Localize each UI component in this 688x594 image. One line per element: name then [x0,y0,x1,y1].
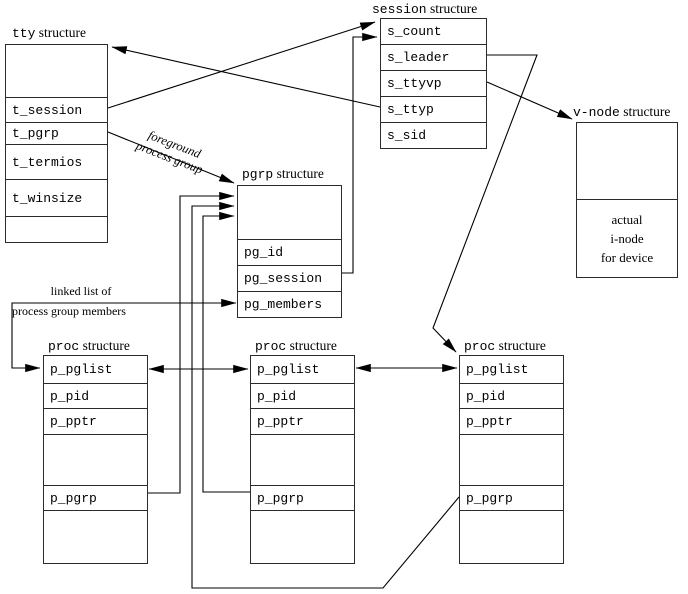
tty-row-t-session: t_session [6,97,107,122]
proc2-row-p-pgrp: p_pgrp [251,485,354,510]
tty-structure-title: tty structure [12,26,86,41]
proc2-row-p-pptr: p_pptr [251,408,354,434]
proc2-title-code: proc [255,339,287,354]
session-row-s-sid: s_sid [381,122,486,148]
proc1-structure-box: p_pglist p_pid p_pptr p_pgrp [43,355,148,564]
proc1-row-empty-mid [44,434,147,485]
proc3-structure-box: p_pglist p_pid p_pptr p_pgrp [459,355,564,564]
field-p-pgrp: p_pgrp [50,490,97,506]
field-t-winsize: t_winsize [12,190,83,206]
field-t-session: t_session [12,102,83,118]
proc1-title-code: proc [48,339,80,354]
vnode-row-empty [577,123,677,199]
field-t-termios: t_termios [12,154,83,170]
field-pg-id: pg_id [244,245,284,260]
linked-list-label-line1: linked list of [50,284,112,298]
field-s-leader: s_leader [387,50,450,65]
field-s-ttyvp: s_ttyvp [387,76,442,91]
tty-row-t-winsize: t_winsize [6,179,107,216]
vnode-note-line3: for device [600,250,654,265]
proc2-title-rest: structure [286,338,337,353]
proc1-row-empty-bottom [44,510,147,563]
proc2-row-empty-bottom [251,510,354,563]
arrow-t-session-to-session [107,21,376,109]
arrow-pg-session-to-session [342,32,378,274]
pgrp-row-pg-id: pg_id [238,239,341,265]
field-p-pptr: p_pptr [50,414,97,429]
foreground-process-group-label: foreground process group [111,116,233,185]
proc3-structure-title: proc structure [464,339,546,354]
session-row-s-ttyvp: s_ttyvp [381,70,486,96]
field-t-pgrp: t_pgrp [12,126,59,141]
proc3-row-p-pptr: p_pptr [460,408,563,434]
pgrp-row-pg-session: pg_session [238,265,341,291]
tty-row-t-pgrp: t_pgrp [6,122,107,144]
proc1-row-p-pid: p_pid [44,383,147,408]
vnode-title-code: v-node [573,105,620,120]
field-p-pptr: p_pptr [257,414,304,429]
proc2-structure-title: proc structure [255,339,337,354]
vnode-note: actual i-node for device [577,210,677,267]
tty-row-empty-top [6,45,107,97]
field-p-pptr: p_pptr [466,414,513,429]
pgrp-row-pg-members: pg_members [238,291,341,317]
proc1-structure-title: proc structure [48,339,130,354]
session-title-code: session [372,2,427,17]
session-row-s-leader: s_leader [381,44,486,70]
proc3-row-p-pglist: p_pglist [460,356,563,383]
vnode-note-line2: i-node [610,231,644,246]
pgrp-title-rest: structure [273,166,324,181]
proc1-row-p-pgrp: p_pgrp [44,485,147,510]
arrow-proc1-pgrp-to-pgrp [148,191,235,494]
vnode-row-inode: actual i-node for device [577,199,677,277]
field-pg-session: pg_session [244,271,323,286]
pgrp-structure-box: pg_id pg_session pg_members [237,185,342,318]
pgrp-title-code: pgrp [242,167,274,182]
proc3-title-rest: structure [495,338,546,353]
arrow-s-ttyvp-to-vnode [486,81,573,120]
vnode-title-rest: structure [619,104,671,119]
field-p-pglist: p_pglist [257,362,320,377]
pgrp-structure-title: pgrp structure [242,167,324,182]
proc1-title-rest: structure [79,338,130,353]
linked-list-label-line2: process group members [12,304,126,318]
tty-title-code: tty [12,26,36,41]
arrow-s-ttyp-to-tty [111,46,381,108]
session-row-s-count: s_count [381,19,486,44]
field-p-pgrp: p_pgrp [257,490,304,506]
vnode-structure-box: actual i-node for device [576,122,678,278]
session-structure-box: s_count s_leader s_ttyvp s_ttyp s_sid [380,18,487,149]
proc3-row-p-pgrp: p_pgrp [460,485,563,510]
session-title-rest: structure [426,1,478,16]
field-pg-members: pg_members [244,297,323,312]
vnode-structure-title: v-node structure [573,105,670,120]
tty-row-t-termios: t_termios [6,144,107,179]
field-s-sid: s_sid [387,128,427,143]
field-p-pglist: p_pglist [50,362,113,377]
field-p-pgrp: p_pgrp [466,490,513,506]
proc2-structure-box: p_pglist p_pid p_pptr p_pgrp [250,355,355,564]
proc1-row-p-pglist: p_pglist [44,356,147,383]
tty-structure-box: t_session t_pgrp t_termios t_winsize [5,44,108,243]
pgrp-row-empty [238,186,341,239]
tty-row-empty-bottom [6,216,107,242]
proc3-row-empty-mid [460,434,563,485]
session-row-s-ttyp: s_ttyp [381,96,486,122]
proc3-row-p-pid: p_pid [460,383,563,408]
proc3-row-empty-bottom [460,510,563,563]
vnode-note-line1: actual [611,212,643,227]
field-p-pid: p_pid [466,388,506,404]
field-p-pglist: p_pglist [466,362,529,377]
session-structure-title: session structure [372,2,477,17]
field-s-count: s_count [387,24,442,39]
proc2-row-p-pid: p_pid [251,383,354,408]
proc1-row-p-pptr: p_pptr [44,408,147,434]
proc2-row-empty-mid [251,434,354,485]
proc2-row-p-pglist: p_pglist [251,356,354,383]
field-s-ttyp: s_ttyp [387,102,434,117]
proc3-title-code: proc [464,339,496,354]
field-p-pid: p_pid [50,388,90,404]
tty-title-rest: structure [35,25,87,40]
field-p-pid: p_pid [257,388,297,404]
